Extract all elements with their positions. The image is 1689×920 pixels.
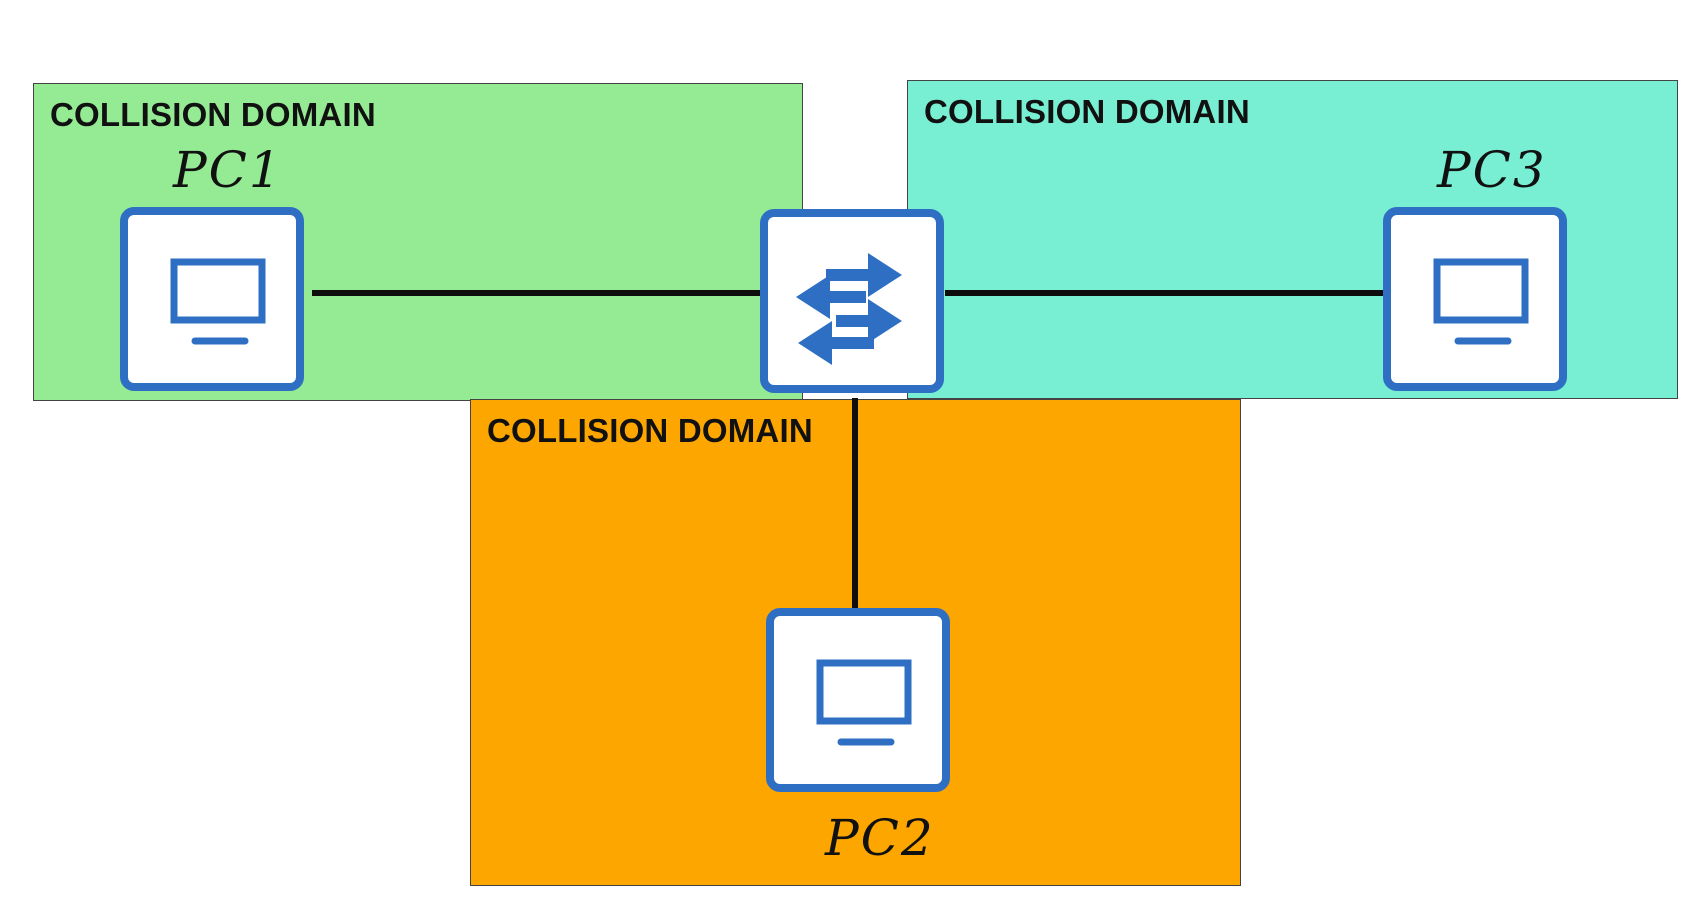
- switch-arrows-icon: [796, 253, 902, 365]
- pc2-label: PC2: [825, 809, 935, 867]
- monitor-icon: [816, 659, 912, 746]
- collision-domain-label: COLLISION DOMAIN: [924, 93, 1250, 130]
- cable-switch-pc3: [945, 290, 1385, 296]
- monitor-icon: [170, 258, 266, 345]
- collision-domain-label: COLLISION DOMAIN: [487, 412, 813, 449]
- collision-domain-label: COLLISION DOMAIN: [50, 96, 376, 133]
- monitor-icon: [1433, 258, 1529, 345]
- pc2[interactable]: [766, 608, 950, 792]
- pc1-label: PC1: [173, 141, 283, 199]
- cable-pc1-switch: [312, 290, 760, 296]
- switch[interactable]: [760, 209, 944, 393]
- cable-switch-pc2: [852, 398, 858, 608]
- pc1[interactable]: [120, 207, 304, 391]
- pc3[interactable]: [1383, 207, 1567, 391]
- pc3-label: PC3: [1437, 141, 1547, 199]
